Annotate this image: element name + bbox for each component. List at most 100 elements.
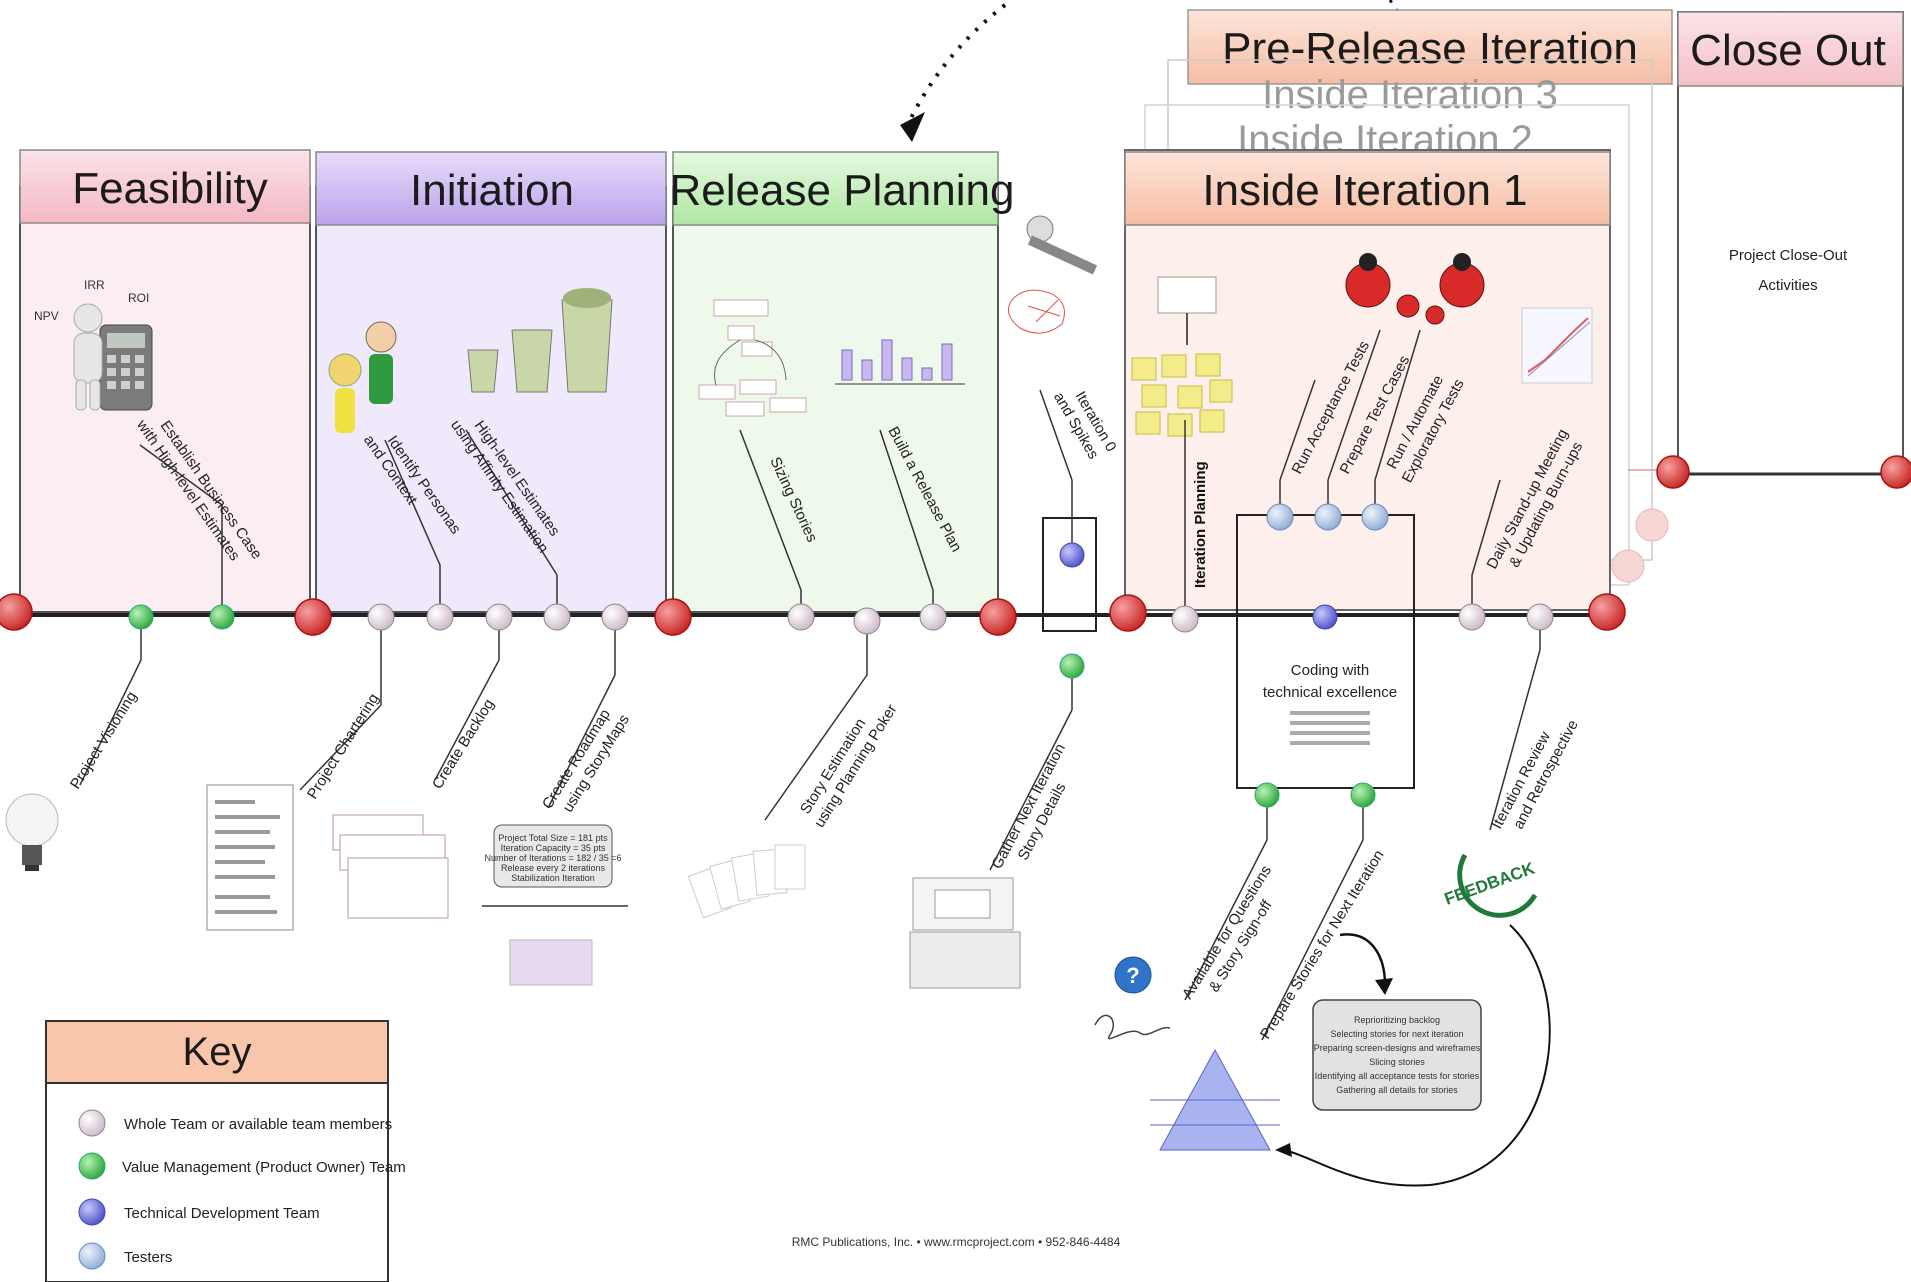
roadmap-illustration: Project Total Size = 181 pts Iteration C…: [482, 824, 628, 986]
key-item-value-team: Value Management (Product Owner) Team: [78, 1152, 406, 1180]
release-plan-illustration: [835, 339, 965, 385]
ladybugs-illustration: [1345, 253, 1485, 325]
node-iteration-review: [1526, 603, 1554, 631]
label-project-visioning: Project Visioning: [67, 689, 140, 793]
key-swatch-dev-team: [78, 1198, 106, 1226]
business-case-illustration: [73, 303, 153, 411]
node-release-plan: [919, 603, 947, 631]
prepare-line-1: Reprioritizing backlog: [1354, 1015, 1440, 1025]
roadmap-line-5: Stabilization Iteration: [511, 873, 595, 883]
label-iteration-planning: Iteration Planning: [1192, 461, 1209, 588]
phase-release-planning: Release Planning: [670, 151, 1015, 613]
backlog-cards-illustration: [332, 814, 449, 919]
milestone-iteration-end: [1588, 593, 1626, 631]
story-details-illustration: [909, 877, 1021, 989]
key-swatch-value-team: [78, 1152, 106, 1180]
node-daily-standup: [1458, 603, 1486, 631]
buckets-illustration: [467, 288, 613, 393]
node-high-level-estimates: [543, 603, 571, 631]
ghost-milestone: [1611, 549, 1645, 583]
node-gather-next: [1059, 653, 1085, 679]
node-prepare-stories: [1350, 782, 1376, 808]
node-available-questions: [1254, 782, 1280, 808]
phase-title-initiation: Initiation: [410, 166, 574, 215]
phase-title-iteration-3: Inside Iteration 3: [1262, 73, 1558, 117]
prepare-line-5: Identifying all acceptance tests for sto…: [1315, 1071, 1480, 1081]
charter-document-illustration: [206, 784, 294, 931]
planning-poker-cards-illustration: [687, 844, 806, 919]
prepare-line-4: Slicing stories: [1369, 1057, 1425, 1067]
key-title: Key: [183, 1030, 252, 1074]
node-create-backlog: [485, 603, 513, 631]
prepare-stories-box: Reprioritizing backlog Selecting stories…: [1312, 999, 1482, 1111]
coding-line-2: technical excellence: [1263, 684, 1397, 701]
footer-credit: RMC Publications, Inc. • www.rmcproject.…: [792, 1235, 1121, 1249]
milestone-iteration-start: [1109, 594, 1147, 632]
activity-nodes: [79, 329, 1541, 1041]
label-create-backlog: Create Backlog: [429, 696, 498, 792]
key-item-whole-team: Whole Team or available team members: [78, 1109, 392, 1137]
personas-illustration: [328, 321, 397, 433]
phase-initiation: Initiation: [315, 151, 667, 613]
light-bulb-illustration: [5, 793, 59, 871]
phase-title-feasibility: Feasibility: [72, 164, 268, 213]
prepare-line-6: Gathering all details for stories: [1336, 1085, 1458, 1095]
node-sizing-stories: [787, 603, 815, 631]
close-out-line-1: Project Close-Out: [1729, 247, 1848, 264]
signature-illustration: ?: [1094, 956, 1171, 1040]
feedback-label: FEEDBACK: [1442, 858, 1538, 908]
prepare-line-2: Selecting stories for next iteration: [1330, 1029, 1463, 1039]
phase-title-release-planning: Release Planning: [670, 166, 1015, 215]
key-label-value-team: Value Management (Product Owner) Team: [122, 1159, 406, 1176]
node-business-case: [209, 604, 235, 630]
node-personas: [426, 603, 454, 631]
milestone-iteration-0: [979, 598, 1017, 636]
pyramid-illustration: [1150, 1048, 1280, 1151]
activity-node-circles: [128, 503, 1554, 808]
coding-box: Coding with technical excellence: [1236, 514, 1415, 789]
task-board-illustration: [1131, 276, 1233, 437]
ghost-milestone: [1635, 508, 1669, 542]
milestone-release-planning: [654, 598, 692, 636]
roadmap-line-1: Project Total Size = 181 pts: [498, 833, 608, 843]
phase-title-close-out: Close Out: [1690, 26, 1886, 75]
node-story-estimation: [853, 607, 881, 635]
roadmap-line-2: Iteration Capacity = 35 pts: [501, 843, 606, 853]
phase-title-pre-release: Pre-Release Iteration: [1222, 24, 1638, 73]
story-split-illustration: [698, 299, 807, 417]
node-iteration-planning: [1171, 605, 1199, 633]
node-project-chartering: [367, 603, 395, 631]
milestone-pre-release: [1656, 455, 1690, 489]
timeline-milestones: [0, 455, 1911, 636]
coding-line-1: Coding with: [1291, 662, 1369, 679]
key-legend: Key Whole Team or available team members…: [45, 1020, 406, 1282]
node-coding: [1312, 604, 1338, 630]
key-item-testers: Testers: [78, 1242, 172, 1270]
roadmap-line-4: Release every 2 iterations: [501, 863, 606, 873]
key-label-testers: Testers: [124, 1249, 172, 1266]
phase-close-out: Close Out Project Close-Out Activities: [1670, 11, 1904, 476]
milestone-close-out: [1880, 455, 1911, 489]
node-iteration-0: [1059, 542, 1085, 568]
key-swatch-testers: [78, 1242, 106, 1270]
binary-illustration: [1290, 711, 1370, 745]
svg-text:?: ?: [1126, 963, 1139, 988]
irr-label: IRR: [84, 278, 105, 292]
node-run-acceptance: [1266, 503, 1294, 531]
roadmap-line-3: Number of Iterations = 182 / 35 =6: [484, 853, 621, 863]
prepare-line-3: Preparing screen-designs and wireframes: [1314, 1043, 1481, 1053]
key-swatch-whole-team: [78, 1109, 106, 1137]
node-run-automate: [1361, 503, 1389, 531]
roi-label: ROI: [128, 291, 149, 305]
close-out-line-2: Activities: [1758, 277, 1817, 294]
phase-title-iteration-1: Inside Iteration 1: [1202, 166, 1527, 215]
key-item-dev-team: Technical Development Team: [78, 1198, 320, 1226]
key-label-whole-team: Whole Team or available team members: [124, 1116, 392, 1133]
iteration-0-illustration: [1007, 215, 1098, 334]
burnup-chart-illustration: [1521, 307, 1593, 384]
node-project-visioning: [128, 604, 154, 630]
label-project-chartering: Project Chartering: [304, 691, 382, 803]
npv-label: NPV: [34, 309, 59, 323]
iteration-0-box: [1042, 517, 1097, 632]
